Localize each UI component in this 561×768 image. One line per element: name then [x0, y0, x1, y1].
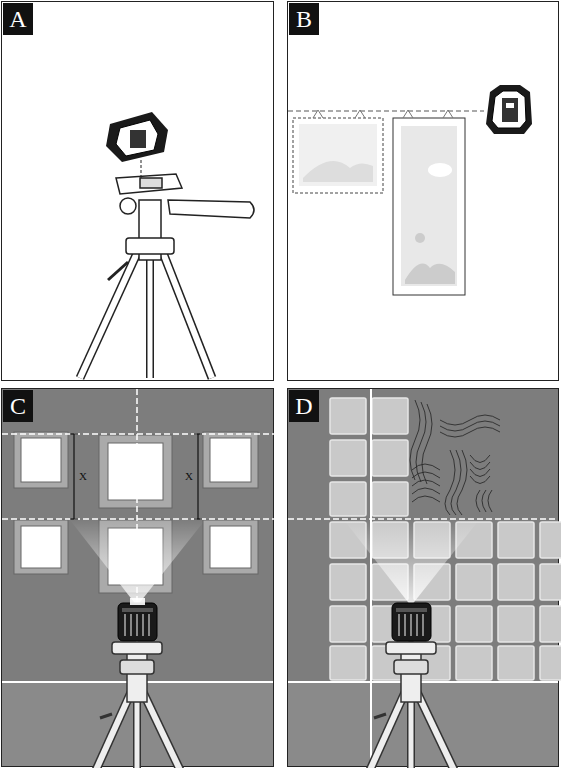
panel-label: B [289, 3, 319, 35]
dimension-label: X [78, 470, 88, 483]
panel-label: C [3, 390, 33, 422]
panel-letter: C [10, 394, 26, 418]
panel-letter: A [9, 7, 26, 31]
panel-letter: B [296, 7, 312, 31]
dimension-label: X [184, 470, 194, 483]
panel-label: A [3, 3, 33, 35]
panel-letter: D [295, 394, 312, 418]
panel-label: D [289, 390, 319, 422]
